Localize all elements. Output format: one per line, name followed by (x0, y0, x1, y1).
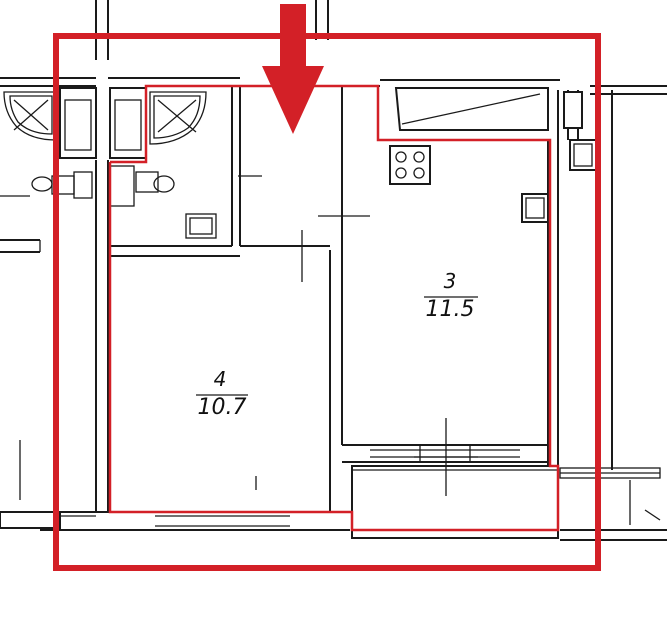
toilet-icon (0, 165, 175, 207)
room-number: 4 (214, 367, 227, 391)
room-area: 10.7 (198, 395, 247, 420)
room-number: 3 (444, 269, 457, 293)
surrounding-walls (0, 0, 667, 541)
apartment-outline (108, 84, 560, 532)
sink-icon (521, 139, 597, 223)
bathtub-icon (3, 91, 57, 141)
window-sill (394, 87, 549, 131)
sink-icon (185, 213, 217, 239)
highlight-frame (53, 33, 601, 571)
room-area: 11.5 (426, 297, 475, 322)
room-4: 4 10.7 (196, 367, 248, 420)
shower-cabin-icon (59, 87, 147, 159)
bathtub-icon (149, 91, 207, 145)
apartment-walls (40, 79, 560, 539)
down-arrow-icon (262, 4, 324, 134)
stove-icon (389, 145, 431, 185)
room-3: 3 11.5 (424, 269, 478, 322)
door-ticks (107, 175, 478, 496)
wall-column (563, 91, 583, 129)
